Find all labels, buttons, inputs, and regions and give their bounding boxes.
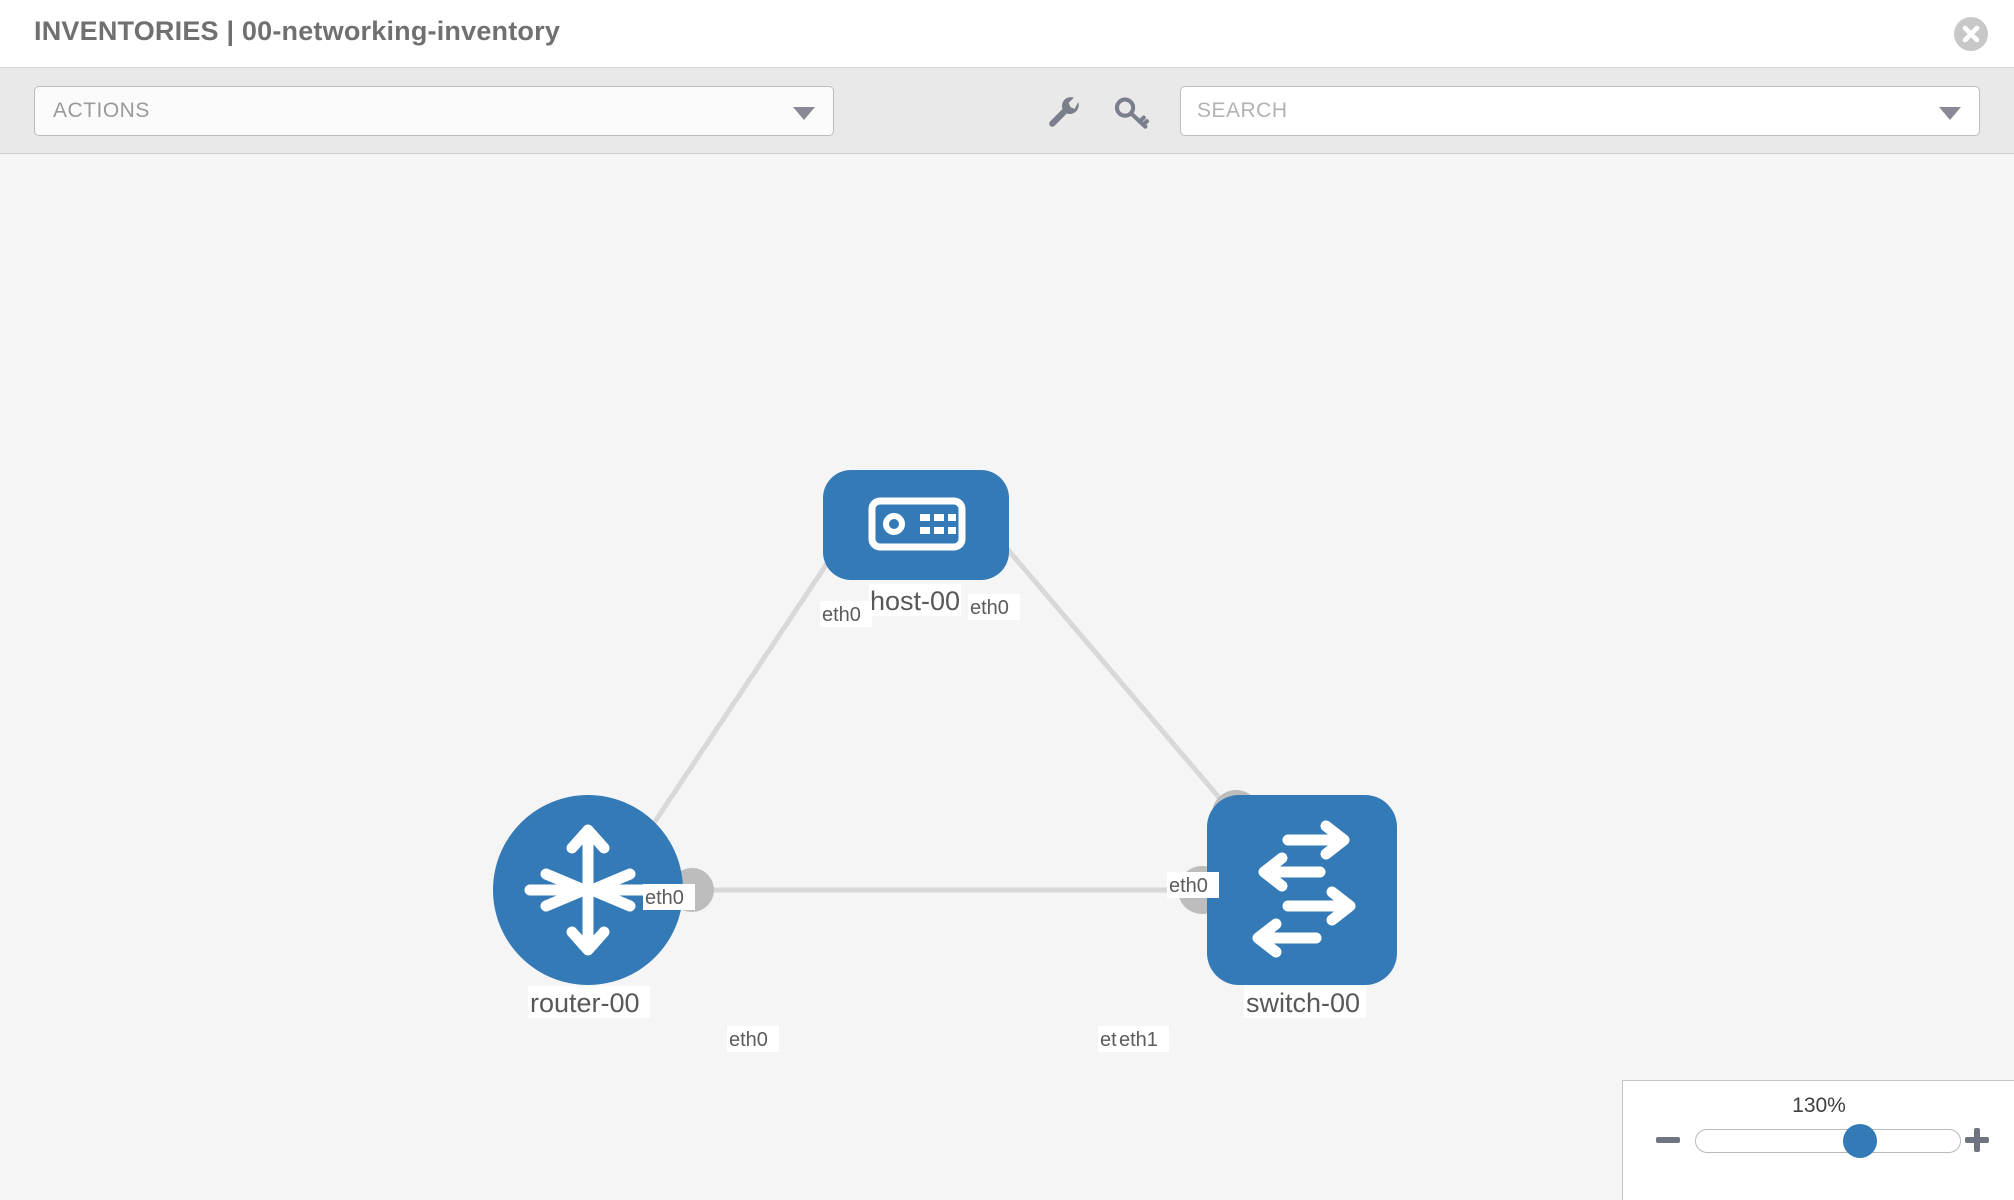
- close-icon[interactable]: [1954, 17, 1988, 51]
- zoom-control-panel: 130%: [1622, 1080, 2014, 1200]
- iface-label-router-eth0-uplink: eth0: [645, 887, 684, 909]
- server-icon: [868, 497, 966, 551]
- interface-labels: eth0 eth0 eth0 eth0 eth0 eth eth1: [643, 594, 1219, 1052]
- toolbar: ACTIONS: [0, 68, 2014, 154]
- iface-bg-1: [820, 601, 872, 627]
- actions-dropdown[interactable]: ACTIONS: [34, 86, 834, 136]
- node-router-00[interactable]: router-00: [493, 795, 683, 1018]
- host-label-bg: [869, 584, 961, 616]
- minus-icon[interactable]: [1653, 1125, 1683, 1155]
- topology-canvas[interactable]: host-00 router-00: [0, 154, 2014, 1200]
- page-title: INVENTORIES | 00-networking-inventory: [34, 16, 561, 46]
- plus-icon[interactable]: [1962, 1125, 1992, 1155]
- node-label-host-00: host-00: [870, 586, 960, 616]
- iface-label-router-eth0: eth0: [729, 1029, 768, 1051]
- router-arrows-icon: [524, 824, 652, 956]
- router-label-bg: [528, 986, 650, 1018]
- iface-bg-2: [968, 594, 1020, 620]
- switch-node-shape[interactable]: [1207, 795, 1397, 985]
- topology-graph: host-00 router-00: [493, 470, 1397, 1052]
- iface-bg-4: [1167, 872, 1219, 898]
- switch-arrows-icon: [1252, 820, 1356, 958]
- iface-label-switch-eth0-uplink: eth0: [1169, 875, 1208, 897]
- iface-bg-3: [643, 884, 695, 910]
- node-host-00[interactable]: host-00: [823, 470, 1009, 616]
- wrench-icon[interactable]: [1046, 94, 1084, 132]
- node-label-switch-00: switch-00: [1246, 988, 1360, 1018]
- search-input[interactable]: [1197, 87, 1917, 135]
- zoom-slider-track[interactable]: [1695, 1124, 1961, 1158]
- switch-label-bg: [1244, 986, 1366, 1018]
- node-label-router-00: router-00: [530, 988, 640, 1018]
- search-chevron-down-icon[interactable]: [1939, 107, 1961, 120]
- iface-bg-5: [727, 1026, 779, 1052]
- page-header: INVENTORIES | 00-networking-inventory: [0, 0, 2014, 68]
- iface-bg-7: [1117, 1026, 1169, 1052]
- zoom-slider-thumb[interactable]: [1842, 1124, 1877, 1158]
- iface-label-host-eth0-right: eth0: [970, 597, 1009, 619]
- key-icon[interactable]: [1113, 94, 1151, 132]
- node-switch-00[interactable]: switch-00: [1207, 795, 1397, 1018]
- iface-label-host-eth0-left: eth0: [822, 604, 861, 626]
- iface-label-switch-eth1: eth1: [1119, 1029, 1158, 1051]
- search-field[interactable]: [1180, 86, 1980, 136]
- chevron-down-icon: [793, 107, 815, 120]
- host-node-shape[interactable]: [823, 470, 1009, 580]
- zoom-level-value: 130%: [1792, 1094, 1846, 1117]
- actions-dropdown-label: ACTIONS: [53, 99, 150, 122]
